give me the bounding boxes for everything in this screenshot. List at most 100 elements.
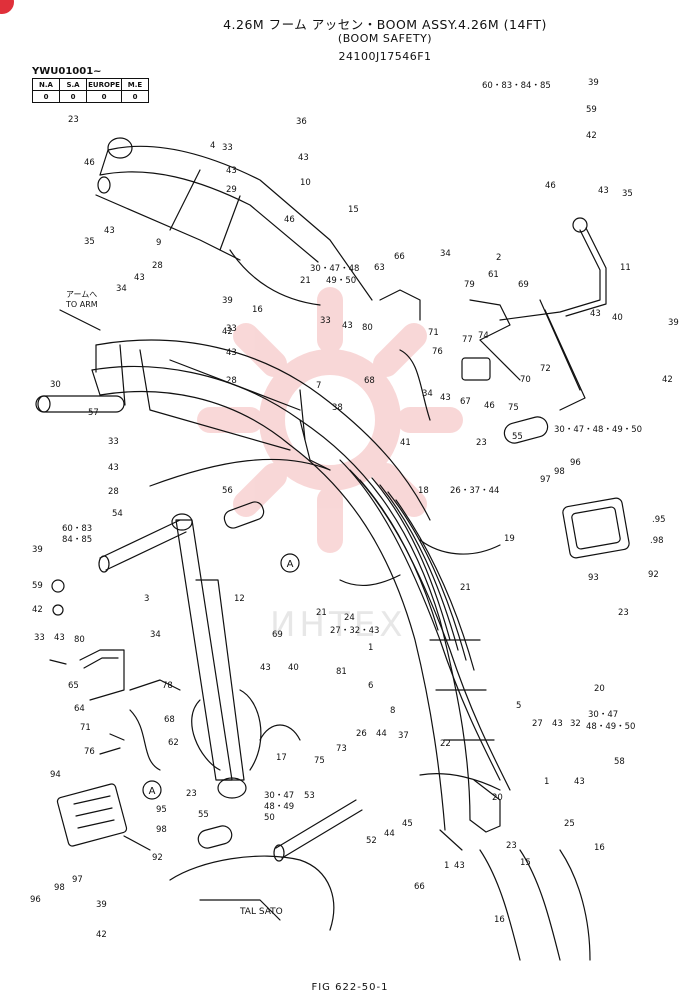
callout-number: 43 (104, 226, 115, 236)
base-stamp-text: TAL SATO (239, 907, 283, 917)
callout-number: 53 (304, 791, 315, 801)
arm-arrow-icon (59, 309, 101, 331)
hydraulic-lines (149, 249, 511, 791)
callout-number: 17 (276, 753, 287, 763)
callout-number: 84・85 (62, 535, 92, 545)
callout-number: 21 (300, 276, 311, 286)
callout-number: 50 (264, 813, 275, 823)
callout-number: 49・50 (326, 276, 356, 286)
callout-number: 96 (570, 458, 581, 468)
callout-number: 5 (516, 701, 521, 711)
callout-number: 72 (540, 364, 551, 374)
callout-number: 56 (222, 486, 233, 496)
callout-number: 66 (414, 882, 425, 892)
callout-number: 21 (460, 583, 471, 593)
callout-number: 43 (54, 633, 65, 643)
callout-number: 34 (440, 249, 451, 259)
callout-number: 60・83・84・85 (482, 81, 551, 91)
callout-number: 73 (336, 744, 347, 754)
callout-number: 96 (30, 895, 41, 905)
callout-number: 43 (454, 861, 465, 871)
callout-number: 43 (108, 463, 119, 473)
callout-number: 63 (374, 263, 385, 273)
watermark-text: ИНТЕХ (270, 605, 407, 645)
view-marker-a-upper (280, 553, 300, 573)
callout-number: 92 (152, 853, 163, 863)
callout-number: 15 (348, 205, 359, 215)
callout-number: 81 (336, 667, 347, 677)
callout-number: 77 (462, 335, 473, 345)
callout-number: 46 (545, 181, 556, 191)
callout-number: 37 (398, 731, 409, 741)
callout-number: 39 (32, 545, 43, 555)
callout-number: 7 (316, 381, 321, 391)
callout-number: .95 (652, 515, 666, 525)
callout-number: 34 (116, 284, 127, 294)
pin-55-upper (503, 416, 549, 444)
callout-number: 20 (492, 793, 503, 803)
region-value: 0 (32, 90, 60, 103)
callout-number: 3 (144, 594, 149, 604)
callout-number: 32 (570, 719, 581, 729)
callout-number: 62 (168, 738, 179, 748)
callout-number: 70 (520, 375, 531, 385)
serial-range: YWU01001~ (32, 66, 102, 77)
callout-number: 60・83 (62, 524, 92, 534)
callout-number: 42 (222, 327, 233, 337)
callout-number: 80 (362, 323, 373, 333)
callout-number: 40 (612, 313, 623, 323)
callout-number: 16 (594, 843, 605, 853)
pin-53 (273, 799, 363, 862)
callout-number: 69 (518, 280, 529, 290)
callout-number: 71 (80, 723, 91, 733)
diagram-subtitle: (BOOM SAFETY) (337, 32, 433, 45)
callout-number: 43 (260, 663, 271, 673)
callout-number: 33 (222, 143, 233, 153)
boom-side-panel (95, 339, 431, 521)
callout-number: 61 (488, 270, 499, 280)
region-value-row: 0 0 0 0 (32, 90, 149, 103)
part-number: 24100J17546F1 (338, 50, 432, 63)
callout-number: 24 (344, 613, 355, 623)
callout-number: 59 (586, 105, 597, 115)
callout-number: 48・49 (264, 802, 294, 812)
callout-number: 46 (84, 158, 95, 168)
callout-number: 39 (588, 78, 599, 88)
callout-number: 40 (288, 663, 299, 673)
gear-watermark-icon (197, 287, 463, 553)
region-table: N.A S.A EUROPE M.E 0 0 0 0 (32, 78, 149, 103)
fitting-group-left (49, 579, 181, 771)
callout-number: 97 (72, 875, 83, 885)
callout-number: 33 (226, 324, 237, 334)
callout-number: 38 (332, 403, 343, 413)
callout-number: 28 (152, 261, 163, 271)
callout-number: 39 (222, 296, 233, 306)
view-marker-label: A (287, 559, 294, 570)
callout-number: 43 (440, 393, 451, 403)
callout-number: 76 (432, 347, 443, 357)
callout-number: 34 (150, 630, 161, 640)
callout-number: 18 (418, 486, 429, 496)
callout-number: 71 (428, 328, 439, 338)
callout-number: 16 (494, 915, 505, 925)
boom-cylinder (171, 513, 262, 799)
callout-number: 23 (186, 789, 197, 799)
piping-group-right (379, 217, 607, 421)
callout-number: 74 (478, 331, 489, 341)
callout-number: 43 (598, 186, 609, 196)
callout-number: 68 (364, 376, 375, 386)
callout-number: 43 (226, 166, 237, 176)
callout-number: 68 (164, 715, 175, 725)
callout-number: 30・47 (264, 791, 294, 801)
pin-56 (223, 501, 265, 529)
callout-number: 26・37・44 (450, 486, 499, 496)
callout-number: 55 (512, 432, 523, 442)
callout-number: 46 (484, 401, 495, 411)
arm-label-en: TO ARM (65, 300, 98, 309)
callout-number: 35 (84, 237, 95, 247)
callout-number: .98 (650, 536, 664, 546)
callout-number: 16 (252, 305, 263, 315)
callout-number: 23 (476, 438, 487, 448)
callout-number: 29 (226, 185, 237, 195)
callout-number: 28 (108, 487, 119, 497)
